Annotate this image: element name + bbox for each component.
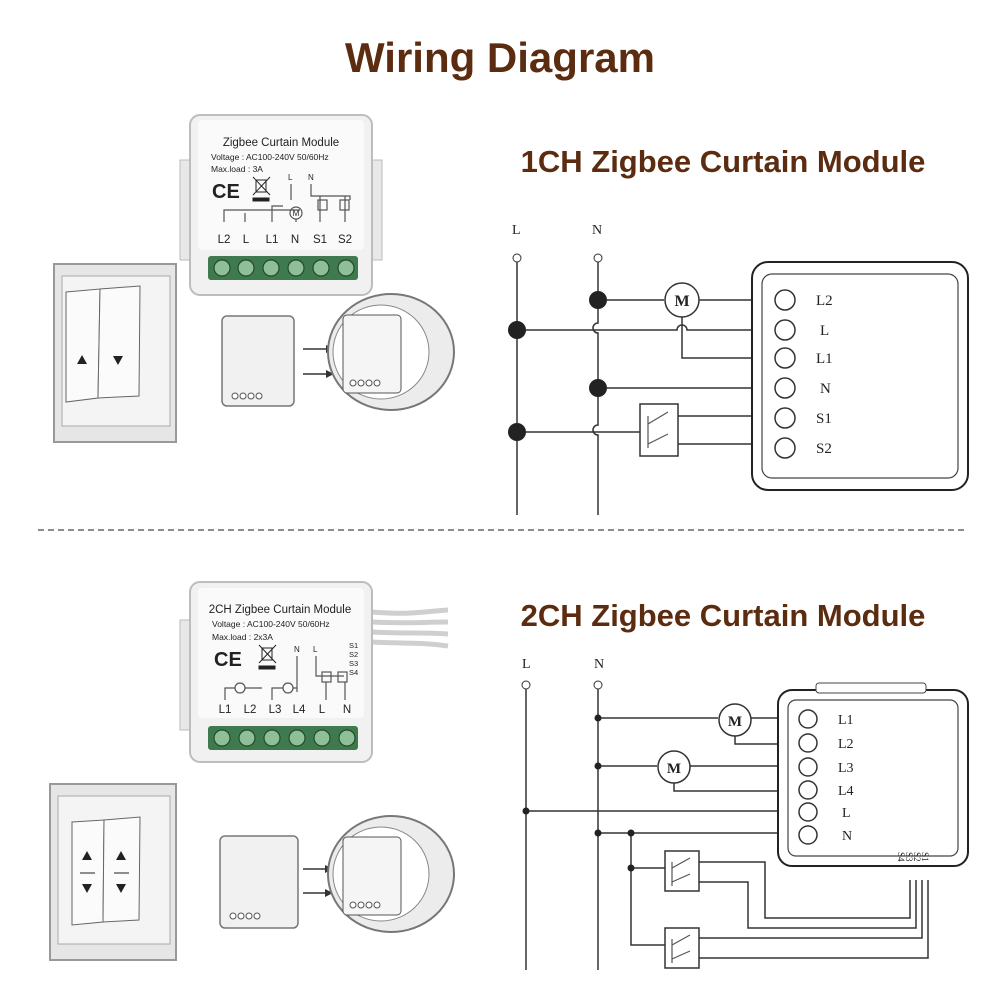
module-2ch-terminal-l: L [319, 704, 326, 716]
schematic-2ch: L N M M L [521, 657, 969, 970]
schematic1-terminal-l2: L2 [816, 293, 833, 309]
module-1ch-top-l: L [288, 173, 293, 182]
wall-switch-1ch-icon [53, 263, 177, 443]
module-2ch-voltage: Voltage : AC100-240V 50/60Hz [212, 619, 330, 629]
module-1ch-top-n: N [308, 173, 314, 182]
page-title: Wiring Diagram [345, 34, 655, 81]
schematic-1ch: L N M L2 L L1 N S1 S2 [508, 223, 969, 515]
module-2ch-top-n: N [294, 645, 300, 654]
module-1ch-terminal-l2: L2 [218, 234, 231, 246]
schematic2-screws [798, 709, 818, 845]
schematic2-label-l: L [522, 657, 531, 672]
schematic2-motor1-icon: M [728, 714, 742, 730]
module-1ch-circuit [223, 184, 351, 222]
module-1ch-terminal-n: N [291, 234, 299, 246]
weee-bin-icon [252, 176, 271, 202]
junction-box-icon-2ch [219, 815, 455, 933]
terminal-screws-2ch [213, 729, 356, 747]
module-2ch-circuit [224, 656, 348, 700]
module-2ch-terminal-l2: L2 [244, 704, 257, 716]
module-2ch-s4: S4 [349, 668, 358, 677]
weee-bin-icon-2ch [258, 644, 277, 670]
wall-switch-2ch-icon [49, 783, 177, 961]
module-1ch-maxload: Max.load : 3A [211, 164, 263, 174]
schematic1-terminal-l1: L1 [816, 351, 833, 367]
schematic2-terminal-l3: L3 [838, 761, 854, 776]
module-2ch-name: 2CH Zigbee Curtain Module [209, 604, 352, 616]
module-2ch-s1: S1 [349, 641, 358, 650]
schematic1-terminal-s2: S2 [816, 441, 832, 457]
terminal-screws-1ch [213, 259, 355, 277]
schematic2-terminal-l: L [842, 806, 851, 821]
module-2ch-maxload: Max.load : 2x3A [212, 632, 273, 642]
junction-box-icon-1ch [221, 293, 455, 411]
schematic2-terminal-l4: L4 [838, 784, 854, 799]
schematic2-s4: S4 [896, 852, 906, 862]
module-2ch-terminal-l4: L4 [293, 704, 306, 716]
module-1ch-name: Zigbee Curtain Module [223, 137, 339, 149]
module-2ch-terminal-n: N [343, 704, 351, 716]
schematic1-terminal-n: N [820, 381, 831, 397]
module-1ch-voltage: Voltage : AC100-240V 50/60Hz [211, 152, 329, 162]
schematic1-screws [774, 289, 796, 459]
module-1ch: Zigbee Curtain Module Voltage : AC100-24… [179, 114, 383, 296]
schematic2-s2: S2 [912, 852, 922, 862]
schematic1-label-n: N [592, 223, 602, 238]
schematic1-terminal-l: L [820, 323, 829, 339]
module-2ch-top-l: L [313, 645, 318, 654]
schematic2-s1: S1 [920, 852, 930, 862]
ce-mark-icon: CE [212, 181, 240, 203]
schematic2-terminal-l2: L2 [838, 737, 854, 752]
schematic1-terminal-s1: S1 [816, 411, 832, 427]
schematic2-label-n: N [594, 657, 604, 672]
module-1ch-terminal-s2: S2 [338, 234, 352, 246]
ce-mark-icon-2ch: CE [214, 649, 242, 671]
module-2ch-s3: S3 [349, 659, 358, 668]
schematic2-terminal-n: N [842, 829, 852, 844]
module-1ch-terminal-l: L [243, 234, 250, 246]
module-1ch-motor-icon: M [293, 209, 300, 218]
section2-heading: 2CH Zigbee Curtain Module [521, 598, 926, 633]
schematic2-s3: S3 [904, 852, 914, 862]
schematic1-label-l: L [512, 223, 521, 238]
module-2ch: 2CH Zigbee Curtain Module Voltage : AC10… [179, 581, 449, 763]
module-2ch-terminal-l1: L1 [219, 704, 232, 716]
module-1ch-terminal-l1: L1 [266, 234, 279, 246]
module-2ch-terminal-l3: L3 [269, 704, 282, 716]
module-1ch-terminal-s1: S1 [313, 234, 327, 246]
schematic2-terminal-l1: L1 [838, 713, 854, 728]
module-2ch-s2: S2 [349, 650, 358, 659]
schematic2-motor2-icon: M [667, 761, 681, 777]
section1-heading: 1CH Zigbee Curtain Module [521, 144, 926, 179]
schematic1-motor-icon: M [674, 293, 689, 310]
